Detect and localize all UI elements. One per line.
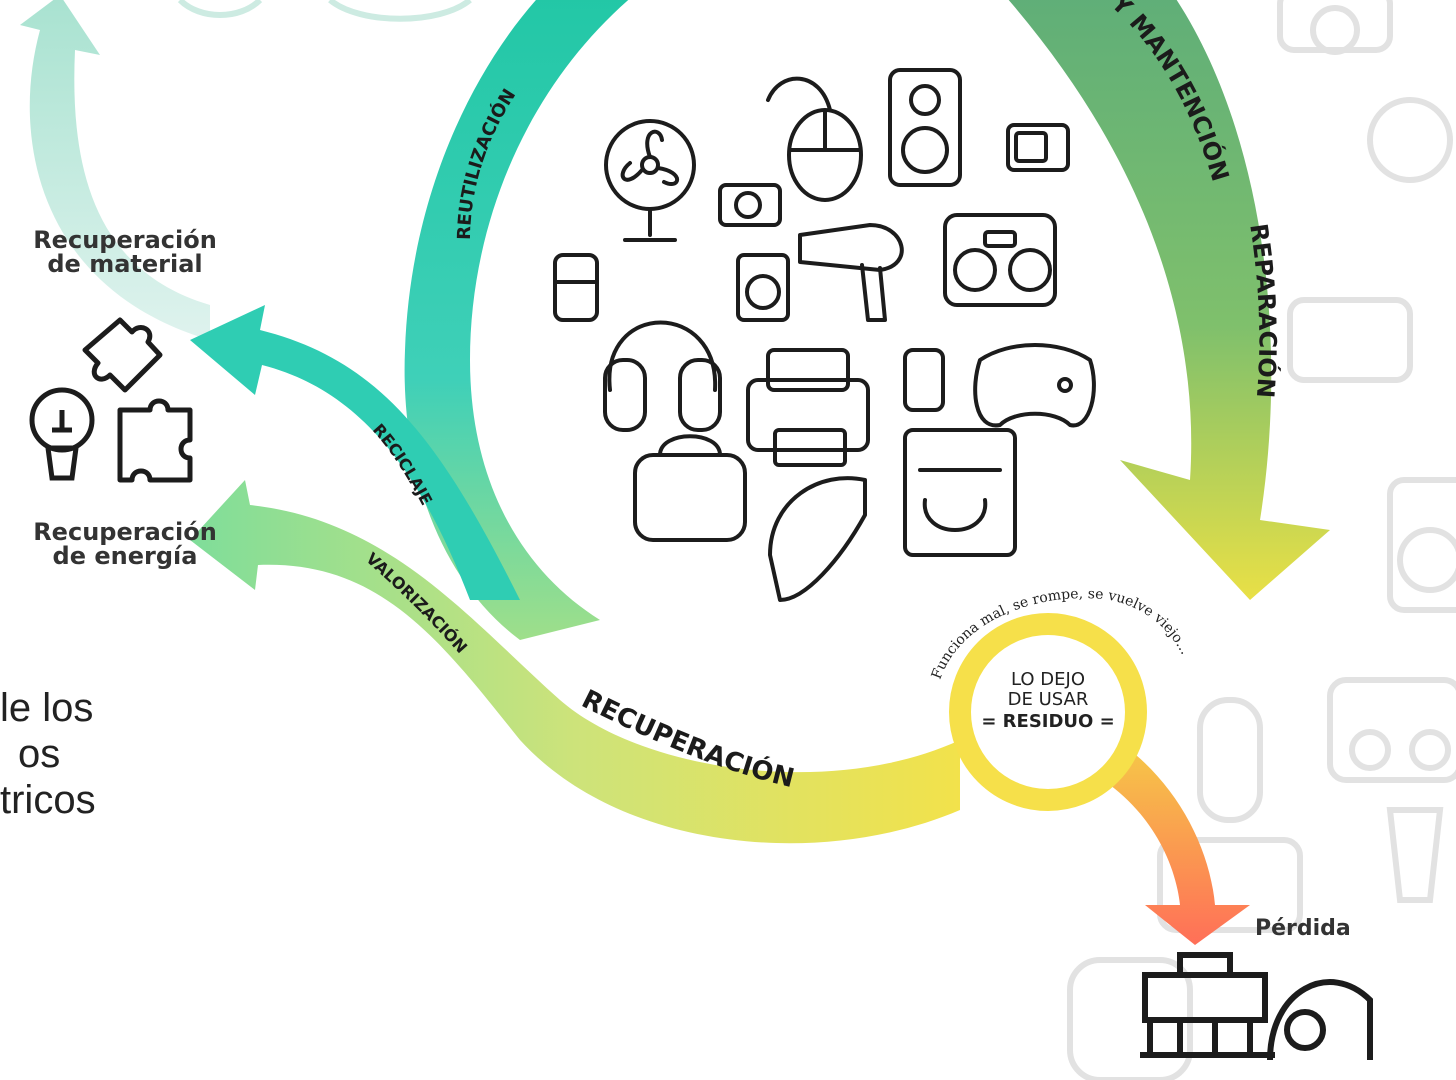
- iron-icon: [768, 476, 867, 602]
- printer-icon: [746, 348, 870, 467]
- energy-recovery-line1: Recuperación: [33, 518, 217, 546]
- residue-text: LO DEJO DE USAR = RESIDUO =: [980, 670, 1116, 733]
- residue-line-3: = RESIDUO =: [981, 710, 1115, 732]
- loss-arrow: [1110, 750, 1250, 945]
- material-recovery-line2: de material: [47, 250, 203, 278]
- speaker-icon: [888, 68, 962, 187]
- toaster-icon: [633, 434, 747, 542]
- appliance-doodles: [553, 68, 1096, 602]
- puzzle-icon: [82, 317, 193, 483]
- background-appliance-icons: [1067, 0, 1456, 1080]
- residue-line-1: LO DEJO: [1011, 669, 1085, 690]
- title-line-1: le los: [0, 686, 94, 730]
- material-recovery-label: Recuperación de material: [20, 228, 230, 276]
- energy-recovery-line2: de energía: [52, 542, 198, 570]
- repair-arc: [1008, 0, 1330, 600]
- fan-icon: [604, 119, 696, 242]
- loss-label: Pérdida: [1255, 916, 1351, 941]
- residue-line-2: DE USAR: [1007, 688, 1089, 710]
- microwave-icon: [1006, 123, 1070, 172]
- radio-icon: [943, 213, 1057, 307]
- fridge-icon: [553, 253, 599, 322]
- energy-recovery-label: Recuperación de energía: [20, 520, 230, 568]
- title-line-2: os: [18, 732, 61, 776]
- gamepad-icon: [973, 343, 1096, 428]
- mouse-icon: [766, 76, 863, 202]
- recycling-arrow: [190, 305, 520, 600]
- loss-icons: [1140, 952, 1373, 1061]
- reuse-arc: [404, 0, 629, 640]
- camera-icon: [718, 183, 782, 227]
- hair-dryer-icon: [798, 223, 904, 322]
- residue-circle: [949, 613, 1147, 811]
- lightbulb-icon: [29, 387, 95, 481]
- washing-machine-icon: [736, 253, 790, 322]
- title-fragment: le los os tricos: [0, 685, 96, 823]
- title-line-3: tricos: [0, 778, 96, 822]
- coffee-maker-icon: [903, 428, 1017, 557]
- material-recovery-line1: Recuperación: [33, 226, 217, 254]
- material-loop-arrow: [20, 0, 210, 340]
- headphones-icon: [603, 320, 722, 432]
- recovery-arc: [190, 480, 960, 844]
- phone-icon: [903, 348, 945, 412]
